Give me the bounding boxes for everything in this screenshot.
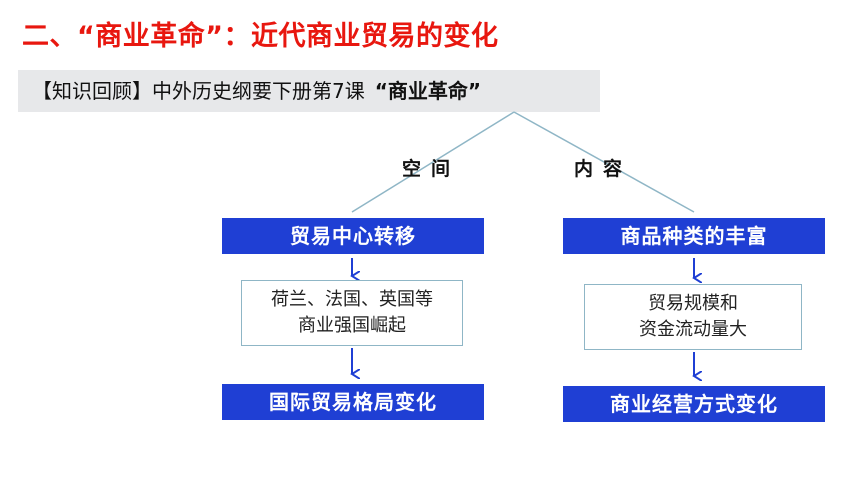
box-commercial-powers: 荷兰、法国、英国等 商业强国崛起 <box>241 280 463 346</box>
box-business-operation-change: 商业经营方式变化 <box>563 386 825 422</box>
branch-label-space: 空间 <box>402 158 461 180</box>
box-trade-scale: 贸易规模和 资金流动量大 <box>584 284 802 350</box>
arrows <box>352 258 694 376</box>
recall-highlight: “商业革命” <box>374 79 482 103</box>
box-trade-center-shift: 贸易中心转移 <box>222 218 484 254</box>
branch-connector <box>351 111 695 213</box>
connector-left <box>351 111 515 213</box>
box-international-trade-pattern: 国际贸易格局变化 <box>222 384 484 420</box>
recall-prefix: 【知识回顾】中外历史纲要下册第7课 <box>32 79 365 103</box>
box-line: 商业强国崛起 <box>298 315 406 336</box>
branch-label-content: 内容 <box>574 158 633 180</box>
knowledge-recall-bar: 【知识回顾】中外历史纲要下册第7课 “商业革命” <box>18 70 600 112</box>
page-title: 二、“商业革命”：近代商业贸易的变化 <box>22 21 499 52</box>
box-line: 荷兰、法国、英国等 <box>271 289 433 310</box>
box-line: 贸易规模和 <box>648 293 738 314</box>
box-commodity-variety: 商品种类的丰富 <box>563 218 825 254</box>
connector-right <box>513 111 695 213</box>
box-line: 资金流动量大 <box>639 319 747 340</box>
